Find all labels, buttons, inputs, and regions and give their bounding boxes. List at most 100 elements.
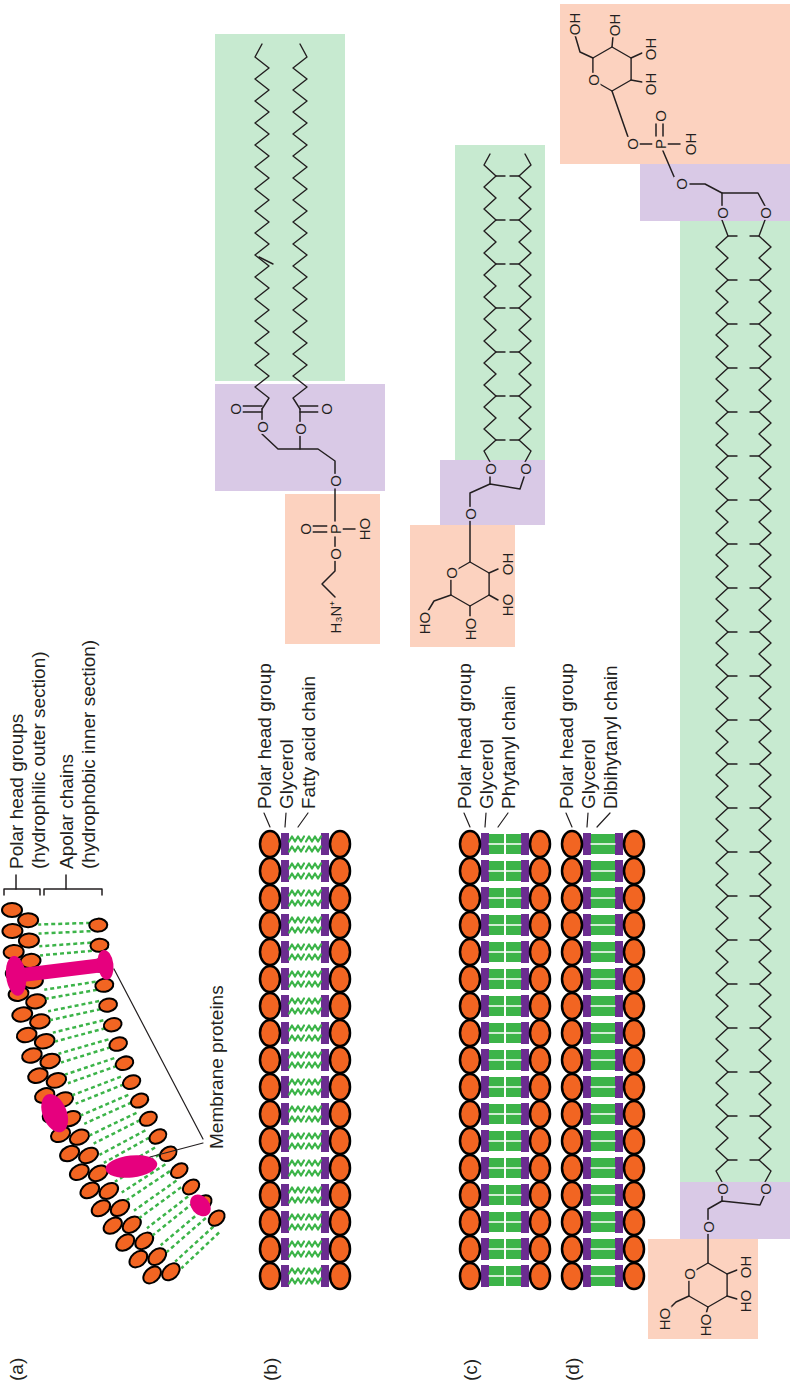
- glycerol-block: [521, 887, 529, 909]
- glycerol-block: [481, 1184, 489, 1206]
- fatty-acid-tail: [289, 1107, 304, 1112]
- tail-separator: [489, 870, 504, 872]
- glycerol-block: [281, 887, 289, 909]
- lipid-head: [330, 1101, 350, 1127]
- lipid-head: [97, 1180, 121, 1202]
- tail-separator: [591, 1005, 615, 1007]
- bond-line: [299, 409, 301, 422]
- fatty-acid-tail: [289, 1188, 304, 1193]
- glycerol-block: [481, 887, 489, 909]
- atom-label: OH: [643, 37, 658, 62]
- label: Polar head group: [455, 663, 474, 809]
- fatty-acid-tail: [289, 1225, 304, 1230]
- lipid-tail: [40, 951, 92, 956]
- lipid-head: [78, 1179, 102, 1201]
- methyl-branch: [750, 983, 759, 984]
- bond-line: [663, 151, 675, 179]
- lipid-head: [180, 1176, 202, 1197]
- atom-label: O: [682, 1267, 697, 1281]
- bond-line: [489, 477, 491, 484]
- chain-box: [455, 145, 545, 460]
- tail-separator: [489, 843, 504, 845]
- lipid-head: [530, 1236, 550, 1262]
- lipid-head: [562, 912, 582, 938]
- bond-line: [428, 595, 451, 611]
- methyl-branch: [750, 323, 759, 324]
- leader-line: [114, 969, 203, 1139]
- bond-line: [243, 411, 262, 413]
- glycerol-block: [583, 1238, 591, 1260]
- glycerol-block: [281, 968, 289, 990]
- lipid-head: [58, 1143, 82, 1164]
- tail-separator: [489, 978, 504, 980]
- lipid-head: [624, 1074, 644, 1100]
- glycerol-block: [281, 941, 289, 963]
- glycerol-block: [481, 833, 489, 855]
- head-group-box: [560, 4, 790, 164]
- fatty-acid-tail: [289, 1063, 304, 1068]
- methyl-branch: [750, 807, 759, 808]
- tail-separator: [489, 1167, 504, 1169]
- fatty-acid-tail: [289, 864, 304, 869]
- bond-line: [470, 477, 524, 507]
- phytanyl-tail: [506, 969, 521, 989]
- glycerol-block: [481, 1130, 489, 1152]
- tail-separator: [591, 870, 615, 872]
- phytanyl-tail: [489, 1104, 504, 1124]
- glycerol-block: [521, 833, 529, 855]
- fatty-acid-tail: [306, 982, 321, 987]
- glycerol-block: [615, 968, 623, 990]
- dibiphytanyl-tail: [591, 915, 615, 935]
- lipid-tail: [68, 1066, 117, 1083]
- glycerol-block: [521, 1184, 529, 1206]
- glycerol-block: [615, 1211, 623, 1233]
- lipid-head: [562, 1020, 582, 1046]
- tail-separator: [591, 978, 615, 980]
- glycerol-block: [321, 1211, 329, 1233]
- lipid-head: [530, 1182, 550, 1208]
- glycerol-block: [583, 860, 591, 882]
- lipid-head: [562, 993, 582, 1019]
- carbon-chain: [716, 220, 728, 1182]
- phytanyl-tail: [489, 942, 504, 962]
- tail-separator: [591, 1221, 615, 1223]
- lipid-tail: [39, 931, 91, 933]
- glycerol-block: [481, 1265, 489, 1287]
- glycerol-block: [321, 1076, 329, 1098]
- lipid-head: [624, 993, 644, 1019]
- lipid-head: [25, 993, 47, 1010]
- atom-label: O: [586, 73, 601, 87]
- glycerol-block: [615, 1049, 623, 1071]
- atom-label: O: [625, 137, 640, 151]
- methyl-branch: [728, 1115, 737, 1116]
- bond-line: [489, 569, 498, 573]
- lipid-head: [624, 939, 644, 965]
- methyl-branch: [750, 719, 759, 720]
- methyl-branch: [728, 851, 737, 852]
- glycerol-block: [615, 1157, 623, 1179]
- glycerol-block: [583, 995, 591, 1017]
- tail-separator: [506, 978, 521, 980]
- lipid-head: [460, 1263, 480, 1289]
- label: Glycerol: [477, 739, 496, 809]
- fatty-acid-tail: [289, 1269, 304, 1274]
- fatty-acid-tail: [306, 901, 321, 906]
- phytanyl-tail: [506, 1131, 521, 1151]
- glycerol-block: [521, 1076, 529, 1098]
- glycerol-block: [281, 1184, 289, 1206]
- methyl-branch: [750, 1159, 759, 1160]
- lipid-head: [530, 993, 550, 1019]
- tail-separator: [506, 1086, 521, 1088]
- fatty-acid-tail: [289, 874, 304, 879]
- glycerol-block: [281, 1157, 289, 1179]
- atom-label: O: [701, 1220, 716, 1234]
- fatty-acid-tail: [306, 955, 321, 960]
- lipid-head: [562, 1155, 582, 1181]
- dibiphytanyl-tail: [591, 861, 615, 881]
- leader-line: [566, 813, 572, 827]
- lipid-tail: [50, 1009, 101, 1020]
- methyl-branch: [728, 587, 737, 588]
- lipid-head: [137, 1109, 159, 1129]
- methyl-branch: [750, 851, 759, 852]
- phytanyl-tail: [506, 834, 521, 854]
